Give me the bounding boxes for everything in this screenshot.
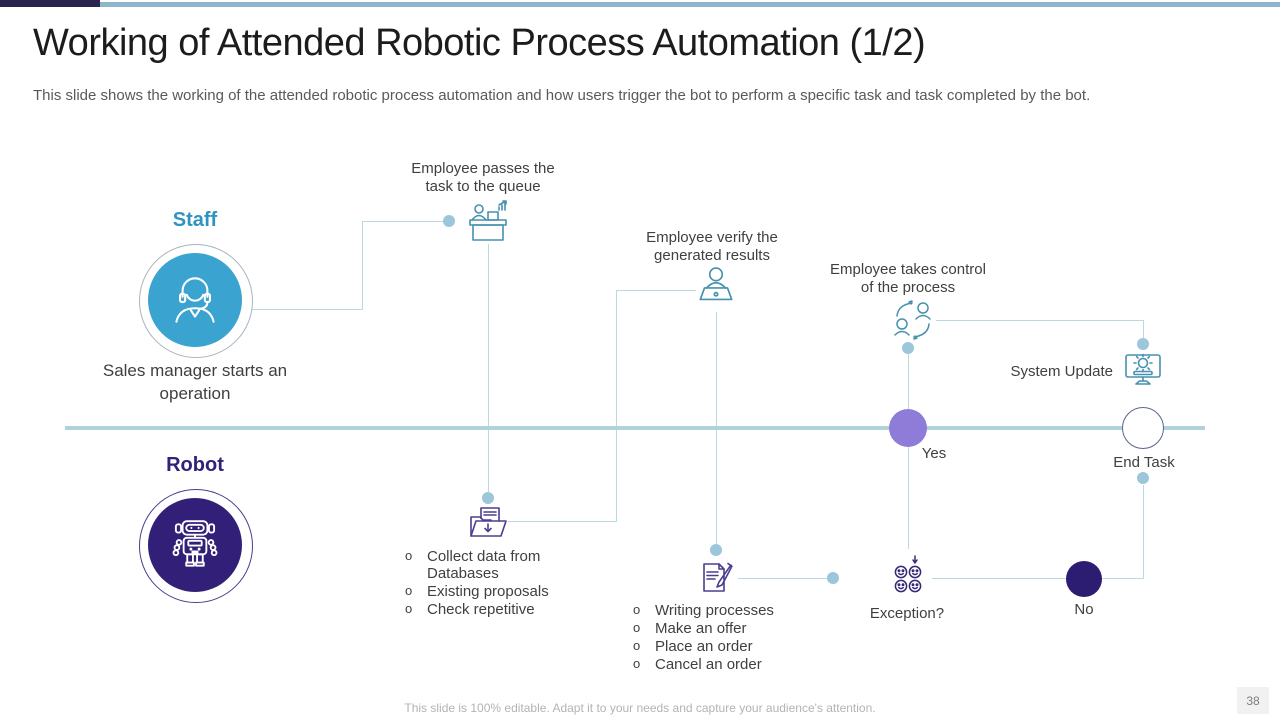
queue-step-label: Employee passes the task to the queue xyxy=(411,160,555,195)
top-bar-dark-segment xyxy=(0,0,100,7)
connector-line xyxy=(908,354,909,549)
exception-label: Exception? xyxy=(869,605,945,622)
writing-document-icon xyxy=(696,559,736,599)
end-task-label: End Task xyxy=(1113,454,1175,471)
control-step-label: Employee takes control of the process xyxy=(830,261,986,296)
page-title: Working of Attended Robotic Process Auto… xyxy=(33,22,926,64)
connector-dot xyxy=(482,492,494,504)
connector-line xyxy=(616,290,617,522)
exception-faces-icon xyxy=(885,555,931,601)
no-milestone xyxy=(1066,561,1102,597)
yes-milestone xyxy=(889,409,927,447)
task-queue-icon xyxy=(464,197,512,245)
support-agent-icon xyxy=(164,269,226,331)
robot-label: Robot xyxy=(166,454,224,476)
collect-data-folder-icon xyxy=(467,503,509,543)
no-label: No xyxy=(1074,601,1094,618)
staff-avatar xyxy=(148,253,242,347)
staff-label: Staff xyxy=(172,209,218,231)
connector-dot xyxy=(1137,472,1149,484)
connector-line xyxy=(932,578,1144,579)
connector-line xyxy=(738,578,828,579)
connector-line xyxy=(936,320,1143,321)
staff-caption: Sales manager starts an operation xyxy=(102,361,288,403)
end-task-milestone xyxy=(1122,407,1164,449)
connector-dot xyxy=(902,342,914,354)
connector-dot xyxy=(710,544,722,556)
page-subtitle: This slide shows the working of the atte… xyxy=(33,87,1091,104)
connector-dot xyxy=(443,215,455,227)
connector-line xyxy=(252,309,363,310)
connector-line xyxy=(362,221,363,310)
footer-note: This slide is 100% editable. Adapt it to… xyxy=(404,701,876,715)
yes-label: Yes xyxy=(921,445,947,462)
process-timeline xyxy=(65,426,1205,430)
takeover-icon xyxy=(890,299,936,343)
page-number-badge: 38 xyxy=(1237,687,1269,714)
connector-line xyxy=(616,290,696,291)
system-update-label: System Update xyxy=(1010,363,1113,380)
system-update-icon xyxy=(1123,349,1163,391)
connector-dot xyxy=(827,572,839,584)
verify-results-icon xyxy=(695,266,737,312)
top-bar-light-segment xyxy=(100,2,1280,7)
connector-line xyxy=(1143,320,1144,338)
connector-line xyxy=(1143,485,1144,579)
verify-step-label: Employee verify the generated results xyxy=(646,229,778,264)
connector-line xyxy=(488,244,489,494)
robot-avatar xyxy=(148,498,242,592)
connector-line xyxy=(362,221,444,222)
connector-dot xyxy=(1137,338,1149,350)
robot-icon xyxy=(164,514,226,576)
connector-line xyxy=(508,521,616,522)
